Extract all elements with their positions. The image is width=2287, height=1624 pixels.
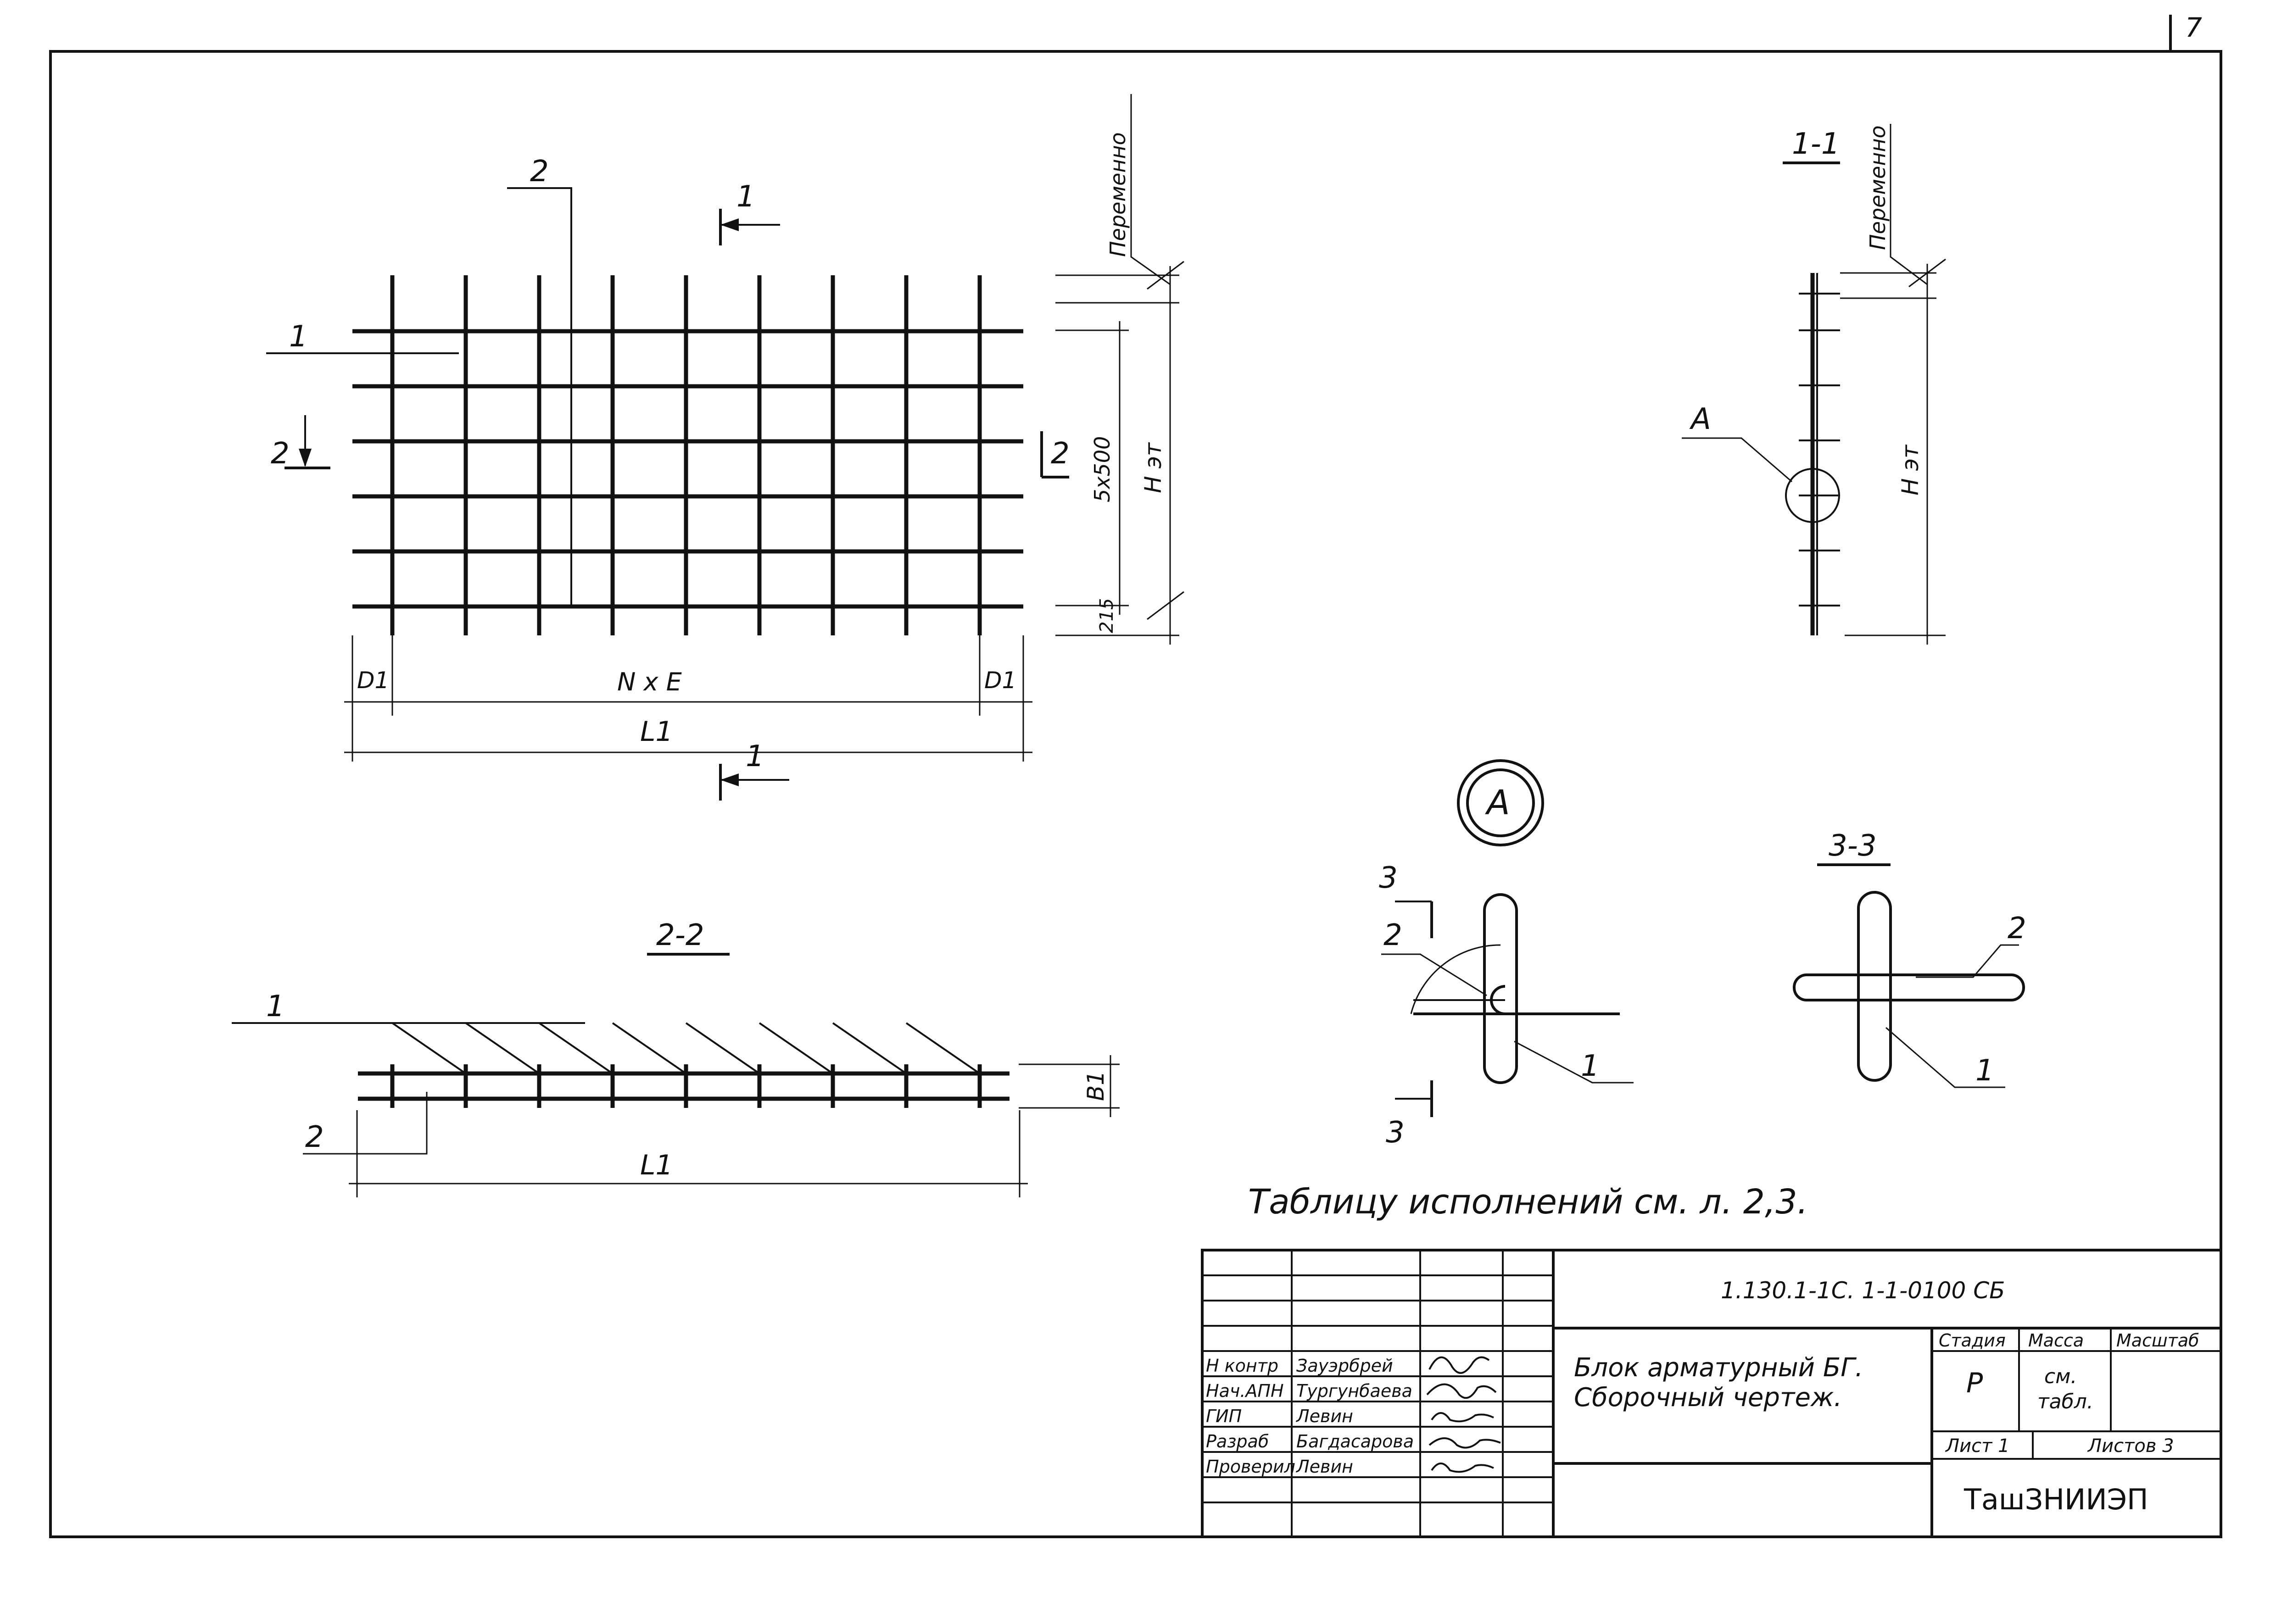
dim-h-et: Н эт: [1140, 442, 1166, 493]
section-1-1-title: 1-1: [1792, 127, 1840, 161]
doc-name-line1: Блок арматурный БГ.: [1574, 1353, 1863, 1383]
cut-1-bottom-label: 1: [746, 740, 764, 773]
sheets-label: Листов 3: [2087, 1435, 2174, 1457]
doc-code: 1.130.1-1С. 1-1-0100 СБ: [1721, 1277, 2005, 1304]
dim-215: 215: [1096, 598, 1117, 633]
callout-a-label: А: [1689, 402, 1711, 436]
s22-leader-1-label: 1: [266, 990, 285, 1023]
section-1-1: 1-1 А Переменно Н эт: [1682, 124, 1946, 645]
dim-peremenno: Переменно: [1105, 132, 1130, 257]
detail-a-callout-circle: [1785, 468, 1840, 523]
cut-3-bottom-label: 3: [1386, 1116, 1405, 1150]
s33-leader-2: 2: [2008, 912, 2026, 945]
staff-list: Н контр Зауэрбрей Нач.АПН Тургунбаева ГИ…: [1206, 1356, 1414, 1477]
staff-role: Разраб: [1206, 1431, 1269, 1452]
main-view: 1 1 2 2 2 1 Переменно 5х500 Н эт 215: [266, 94, 1184, 801]
s22-dim-l1: L1: [640, 1149, 673, 1181]
dim-5x500: 5х500: [1090, 436, 1115, 502]
stage-label: Стадия: [1939, 1330, 2006, 1351]
leader-1-label: 1: [289, 320, 308, 354]
staff-role: Н контр: [1206, 1356, 1278, 1376]
staff-role: Проверил: [1206, 1457, 1295, 1477]
s11-dim-peremenno: Переменно: [1865, 125, 1890, 250]
dim-nxe: N х E: [617, 667, 682, 696]
note-text: Таблицу исполнений см. л. 2,3.: [1248, 1182, 1808, 1222]
leader-2-label: 2: [530, 155, 549, 189]
detail-a-leader-1: 1: [1581, 1049, 1600, 1083]
section-2-2: 2-2 1 2 B1 L1: [232, 918, 1120, 1197]
staff-role: Нач.АПН: [1206, 1381, 1284, 1401]
s33-leader-1: 1: [1975, 1054, 1994, 1088]
detail-a-outer-circle: [1457, 759, 1544, 846]
cut-3-top-label: 3: [1379, 861, 1398, 895]
doc-name-line2: Сборочный чертеж.: [1574, 1383, 1842, 1413]
detail-a: А 3 3 2 1: [1379, 759, 1634, 1150]
section-3-3: 3-3 2 1: [1793, 829, 2026, 1088]
dim-d1-right: D1: [984, 667, 1016, 694]
s22-dim-b1: B1: [1082, 1071, 1109, 1101]
organization-name: ТашЗНИИЭП: [1963, 1483, 2148, 1516]
detail-a-title: А: [1485, 783, 1510, 823]
scale-label: Масштаб: [2116, 1330, 2199, 1351]
stage-value: Р: [1966, 1367, 1983, 1399]
cut-2-right-label: 2: [1051, 437, 1070, 471]
staff-name: Левин: [1295, 1457, 1353, 1477]
dim-l1: L1: [640, 716, 673, 748]
page-number: 7: [2185, 12, 2202, 43]
staff-name: Тургунбаева: [1296, 1381, 1412, 1401]
staff-name: Багдасарова: [1296, 1431, 1414, 1452]
sheet-label: Лист 1: [1945, 1435, 2010, 1457]
cut-2-left-label: 2: [271, 437, 290, 471]
staff-role: ГИП: [1206, 1406, 1242, 1426]
cut-1-top-label: 1: [736, 180, 755, 214]
mass-label: Масса: [2028, 1330, 2084, 1351]
dim-d1-left: D1: [357, 667, 389, 694]
detail-a-leader-2: 2: [1383, 918, 1402, 952]
signatures: [1426, 1356, 1501, 1473]
staff-name: Зауэрбрей: [1296, 1356, 1393, 1376]
title-block: 1.130.1-1С. 1-1-0100 СБ Блок арматурный …: [1201, 1249, 2222, 1538]
staff-name: Левин: [1295, 1406, 1353, 1426]
s11-dim-h-et: Н эт: [1897, 444, 1924, 495]
detail-a-inner-circle: [1466, 768, 1535, 837]
mesh-grid: [352, 275, 1023, 635]
section-2-2-title: 2-2: [656, 918, 704, 952]
mass-value-line1: см.: [2044, 1365, 2077, 1388]
section-3-3-title: 3-3: [1829, 829, 1877, 863]
s22-leader-2-label: 2: [305, 1120, 324, 1154]
mass-value-line2: табл.: [2037, 1390, 2093, 1413]
drawing-frame: [49, 50, 2222, 1538]
